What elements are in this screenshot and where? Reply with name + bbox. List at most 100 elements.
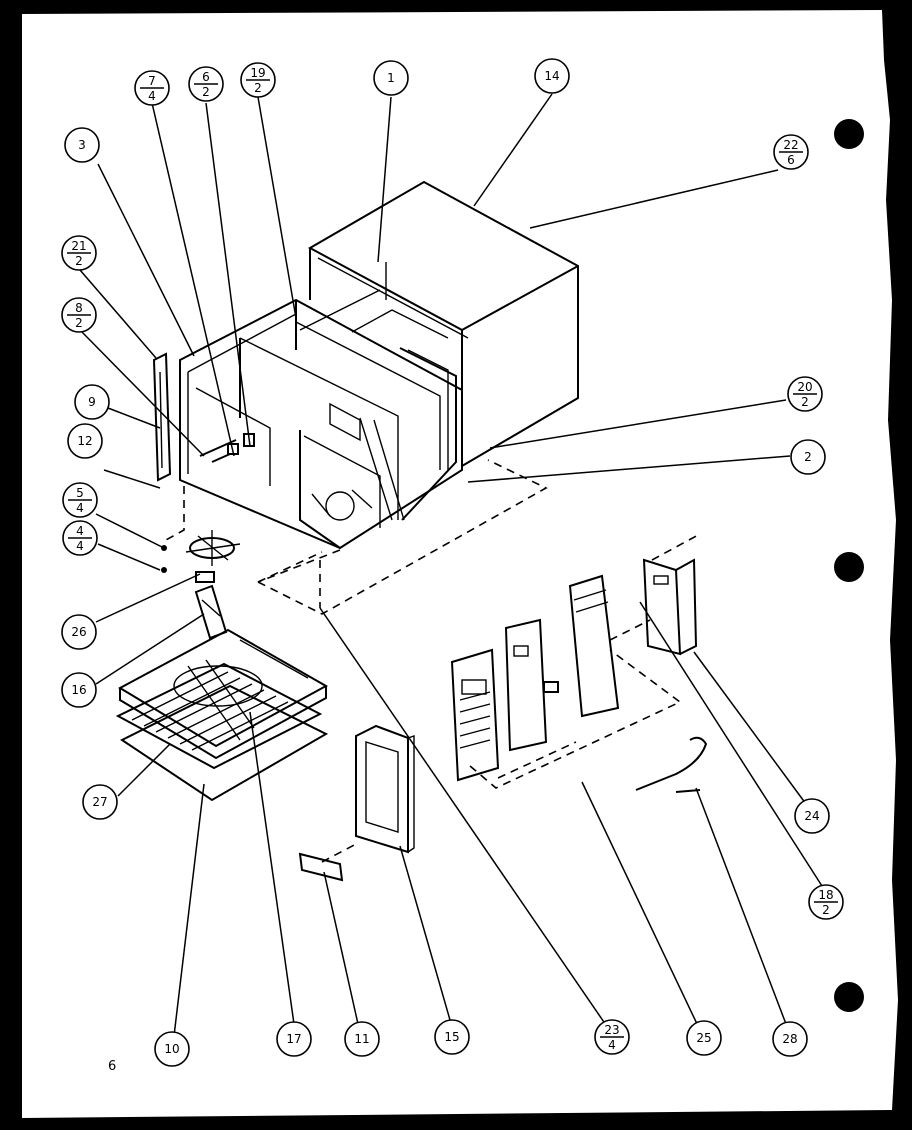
- callout-part-number: 5: [76, 486, 84, 500]
- stirrer-assembly: [185, 530, 241, 583]
- front-frame-strip: [152, 352, 172, 482]
- callout-circle: [534, 58, 570, 94]
- guide-line: [257, 549, 341, 583]
- callout-14: 14: [534, 58, 570, 94]
- callout-18-2: 182: [808, 884, 844, 920]
- callout-part-number: 19: [250, 66, 265, 80]
- callout-24: 24: [794, 798, 830, 834]
- callout-circle: [64, 127, 100, 163]
- callout-circle: [373, 60, 409, 96]
- leader-lines: [79, 93, 823, 1037]
- callout-part-number: 11: [354, 1032, 369, 1046]
- punch-hole-bottom: [834, 982, 864, 1012]
- callout-part-number: 21: [71, 239, 86, 253]
- control-box: [642, 558, 698, 656]
- callout-26: 26: [61, 614, 97, 650]
- guide-line: [165, 486, 185, 541]
- callout-12: 12: [67, 423, 103, 459]
- callout-part-number: 16: [71, 683, 86, 697]
- callout-part-number: 9: [88, 395, 96, 409]
- control-circuit-board: [504, 618, 559, 752]
- callout-quantity: 2: [254, 81, 262, 95]
- callout-20-2: 202: [787, 376, 823, 412]
- callout-circle: [67, 423, 103, 459]
- callout-quantity: 4: [76, 539, 84, 553]
- callout-16: 16: [61, 672, 97, 708]
- callout-quantity: 2: [822, 903, 830, 917]
- control-panel: [450, 648, 500, 782]
- oven-cavity: [179, 289, 463, 550]
- callout-quantity: 4: [148, 89, 156, 103]
- callout-11: 11: [344, 1021, 380, 1057]
- guide-line: [651, 533, 701, 561]
- thermal-sensor-cord: [635, 736, 708, 793]
- callout-part-number: 18: [818, 888, 833, 902]
- guide-line: [257, 459, 548, 615]
- guide-line: [321, 843, 357, 863]
- callout-part-number: 3: [78, 138, 86, 152]
- callout-6-2: 62: [188, 66, 224, 102]
- callout-15: 15: [434, 1019, 470, 1055]
- guide-line: [257, 551, 323, 583]
- callout-1: 1: [373, 60, 409, 96]
- callout-quantity: 2: [75, 254, 83, 268]
- callout-7-4: 74: [134, 70, 170, 106]
- punch-hole-middle: [834, 552, 864, 582]
- callout-21-2: 212: [61, 235, 97, 271]
- callout-quantity: 2: [75, 316, 83, 330]
- callout-circle: [82, 784, 118, 820]
- callout-part-number: 4: [76, 524, 84, 538]
- guide-line: [469, 649, 682, 789]
- callout-part-number: 8: [75, 301, 83, 315]
- callout-2: 2: [790, 439, 826, 475]
- callout-part-number: 24: [804, 809, 819, 823]
- callout-circle: [61, 614, 97, 650]
- guide-line: [609, 619, 651, 641]
- punch-hole-top: [834, 119, 864, 149]
- callout-part-number: 14: [544, 69, 559, 83]
- callout-circle: [790, 439, 826, 475]
- callout-17: 17: [276, 1021, 312, 1057]
- callout-5-4: 54: [62, 482, 98, 518]
- door-assembly: [355, 724, 415, 854]
- callout-part-number: 6: [202, 70, 210, 84]
- callout-22-6: 226: [773, 134, 809, 170]
- callout-part-number: 17: [286, 1032, 301, 1046]
- callout-quantity: 2: [202, 85, 210, 99]
- callout-part-number: 20: [797, 380, 812, 394]
- callout-part-number: 26: [71, 625, 86, 639]
- callout-part-number: 22: [783, 138, 798, 152]
- callout-part-number: 15: [444, 1030, 459, 1044]
- callout-part-number: 23: [604, 1023, 619, 1037]
- bottom-plate: [120, 684, 329, 802]
- callout-quantity: 4: [76, 501, 84, 515]
- callout-27: 27: [82, 784, 118, 820]
- outer-cabinet: [307, 180, 579, 468]
- callout-circle: [794, 798, 830, 834]
- callout-circle: [276, 1021, 312, 1057]
- control-bracket: [568, 574, 620, 718]
- callout-part-number: 1: [387, 71, 395, 85]
- base-grille: [115, 662, 323, 770]
- guide-line: [497, 741, 577, 779]
- callout-circle: [74, 384, 110, 420]
- callout-part-number: 25: [696, 1031, 711, 1045]
- callout-part-number: 12: [77, 434, 92, 448]
- callout-quantity: 6: [787, 153, 795, 167]
- callout-circle: [344, 1021, 380, 1057]
- callout-part-number: 28: [782, 1032, 797, 1046]
- callout-quantity: 4: [608, 1038, 616, 1052]
- callout-23-4: 234: [594, 1019, 630, 1055]
- callout-28: 28: [772, 1021, 808, 1057]
- callout-4-4: 44: [62, 520, 98, 556]
- callout-8-2: 82: [61, 297, 97, 333]
- door-handle: [298, 852, 344, 882]
- callout-circle: [686, 1020, 722, 1056]
- callout-circle: [154, 1031, 190, 1067]
- callout-25: 25: [686, 1020, 722, 1056]
- callout-part-number: 7: [148, 74, 156, 88]
